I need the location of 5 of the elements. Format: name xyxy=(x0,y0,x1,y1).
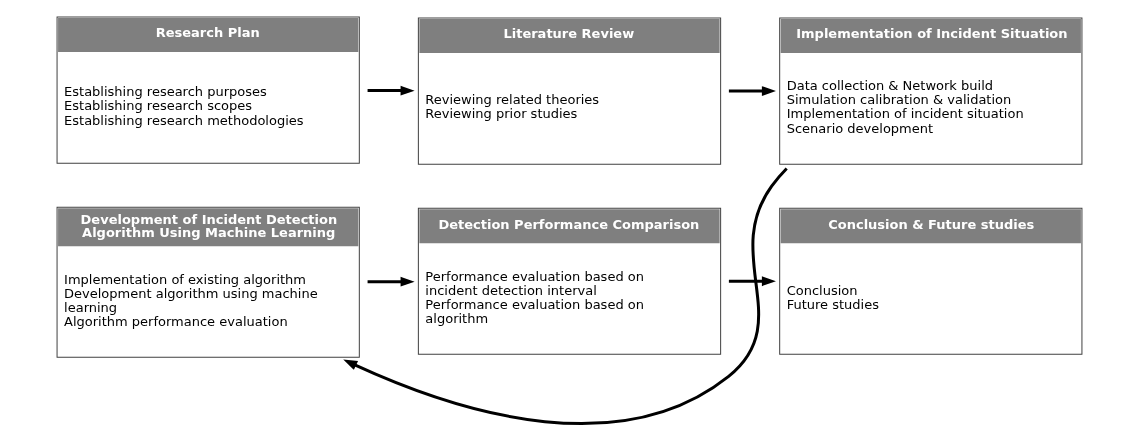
arrow xyxy=(728,85,776,96)
arrow xyxy=(367,276,415,287)
arrow xyxy=(728,275,776,286)
arrow xyxy=(367,85,415,96)
arrow xyxy=(342,166,788,425)
